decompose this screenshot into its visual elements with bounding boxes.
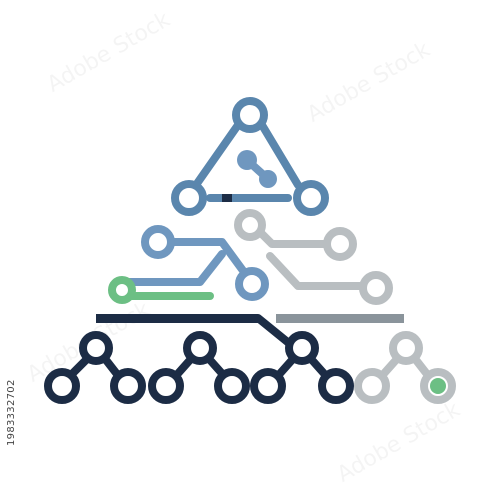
green-node: [430, 378, 446, 394]
triangle-gap: [222, 194, 232, 202]
middle-blue-branch: [126, 225, 269, 301]
navy-connector: [254, 314, 294, 348]
middle-gray-branch: [234, 209, 393, 305]
navy-bar: [96, 314, 258, 323]
bottom-cluster-1: [44, 331, 146, 404]
green-accent: [108, 276, 214, 304]
stock-id-label: 1983332702: [6, 379, 17, 446]
bottom-cluster-2: [148, 331, 250, 404]
slate-bar: [276, 314, 404, 323]
bottom-cluster-3: [250, 331, 354, 404]
inner-dumbbell: [237, 150, 277, 188]
